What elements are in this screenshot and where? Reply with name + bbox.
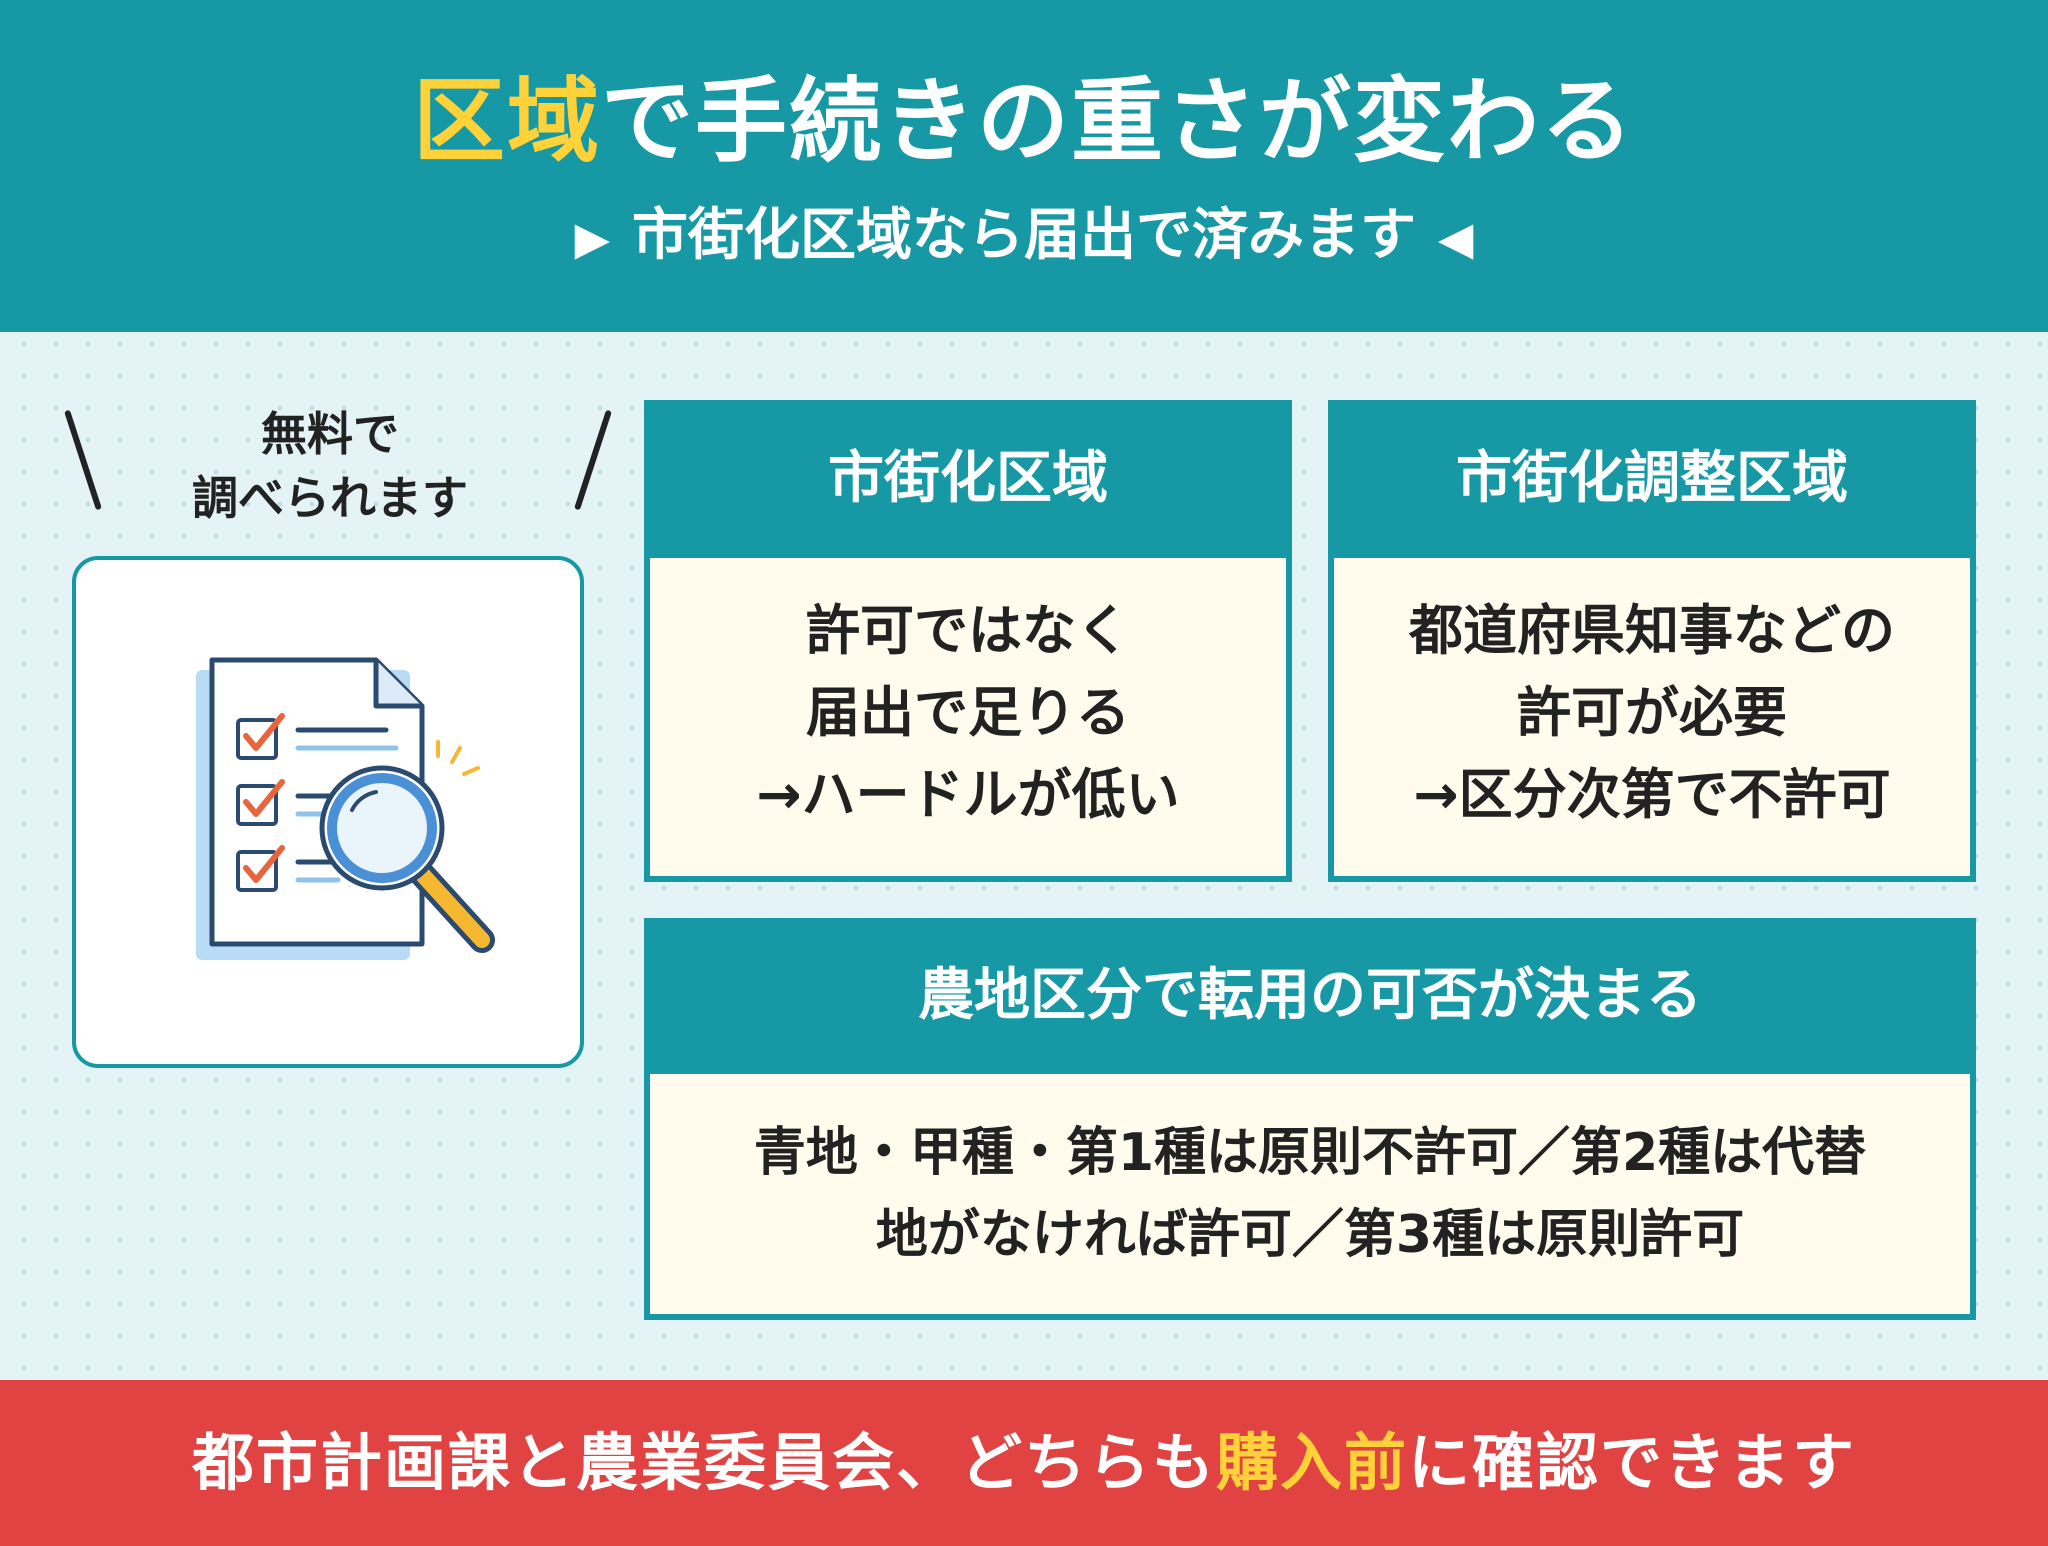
urbanization-promotion-area-box: 市街化区域 許可ではなく 届出で足りる →ハードルが低い <box>644 400 1292 882</box>
box-line: 許可が必要 <box>1517 681 1787 744</box>
footer-banner: 都市計画課と農業委員会、どちらも購入前に確認できます <box>0 1380 2048 1546</box>
title-highlight: 区域 <box>412 68 601 175</box>
box-line: 地がなければ許可／第3種は原則許可 <box>875 1205 1745 1265</box>
page-title: 区域で手続きの重さが変わる <box>0 62 2048 182</box>
emphasis-line-right <box>574 409 612 511</box>
box-body: 許可ではなく 届出で足りる →ハードルが低い <box>650 558 1286 876</box>
box-line: 都道府県知事などの <box>1409 599 1895 662</box>
page-subtitle: ▶ 市街化区域なら届出で済みます ◀ <box>0 196 2048 278</box>
title-rest: で手続きの重さが変わる <box>601 68 1636 175</box>
box-header: 農地区分で転用の可否が決まる <box>918 963 1702 1028</box>
footer-text-before: 都市計画課と農業委員会、どちらも <box>191 1426 1216 1499</box>
free-lookup-callout: 無料で 調べられます <box>60 400 612 550</box>
box-line: →ハードルが低い <box>756 763 1180 826</box>
box-line: →区分次第で不許可 <box>1413 763 1891 826</box>
callout-line-1: 無料で <box>261 407 399 461</box>
box-line: 許可ではなく <box>806 599 1130 662</box>
emphasis-line-left <box>64 409 102 511</box>
illustration-card <box>72 556 584 1068</box>
box-header: 市街化調整区域 <box>1456 446 1848 511</box>
box-header: 市街化区域 <box>828 446 1108 511</box>
farmland-classification-box: 農地区分で転用の可否が決まる 青地・甲種・第1種は原則不許可／第2種は代替 地が… <box>644 918 1976 1320</box>
header-banner: 区域で手続きの重さが変わる ▶ 市街化区域なら届出で済みます ◀ <box>0 0 2048 332</box>
box-line: 届出で足りる <box>806 681 1130 744</box>
callout-line-2: 調べられます <box>192 471 468 525</box>
triangle-right-icon: ▶ <box>574 211 610 265</box>
urbanization-control-area-box: 市街化調整区域 都道府県知事などの 許可が必要 →区分次第で不許可 <box>1328 400 1976 882</box>
box-line: 青地・甲種・第1種は原則不許可／第2種は代替 <box>753 1123 1867 1183</box>
triangle-left-icon: ◀ <box>1438 211 1474 265</box>
document-checklist-magnifier-icon <box>196 657 495 960</box>
subtitle-text: 市街化区域なら届出で済みます <box>632 203 1416 268</box>
footer-text-after: に確認できます <box>1408 1426 1857 1499</box>
box-body: 都道府県知事などの 許可が必要 →区分次第で不許可 <box>1334 558 1970 876</box>
footer-highlight: 購入前 <box>1215 1426 1408 1499</box>
box-body: 青地・甲種・第1種は原則不許可／第2種は代替 地がなければ許可／第3種は原則許可 <box>650 1074 1970 1314</box>
